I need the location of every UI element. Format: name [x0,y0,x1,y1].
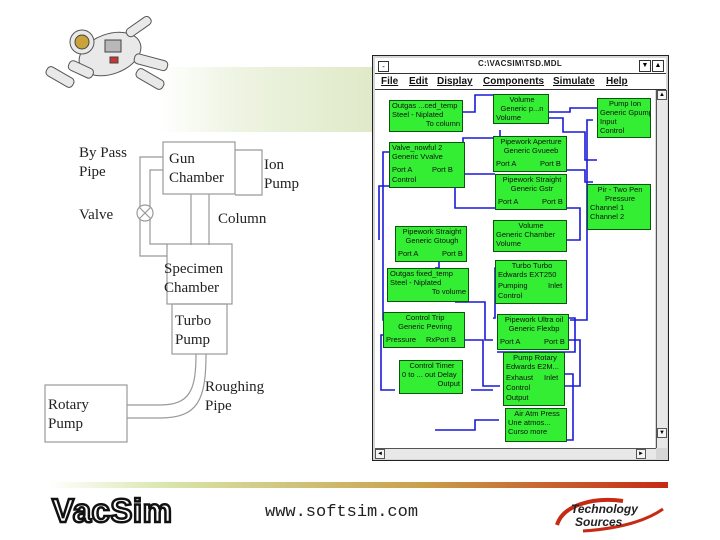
gun-chamber-label: Gun Chamber [169,151,224,186]
scroll-down-icon[interactable]: ▼ [657,428,667,438]
component-pump-ion[interactable]: Pump Ion Generic Gpump Input Control [597,98,651,138]
maximize-button[interactable]: ▲ [652,60,664,72]
menu-display[interactable]: Display [437,76,473,87]
component-pipework-aperture[interactable]: Pipework Aperture Generic Gvueeb Port A … [493,136,567,172]
rotary-pump-label: Rotary Pump [48,397,89,432]
component-volume-1[interactable]: Volume Generic p...n Volume [493,94,549,124]
menu-edit[interactable]: Edit [409,76,428,87]
component-pipework-straight-1[interactable]: Pipework Straight Generic Gstr Port A Po… [495,174,567,210]
scroll-left-icon[interactable]: ◄ [375,449,385,459]
ion-pump-label: Ion Pump [264,157,300,192]
component-air-atmosphere[interactable]: Air Atm Press Une atmos... Curso more [505,408,567,442]
menu-simulate[interactable]: Simulate [553,76,595,87]
website-url: www.softsim.com [265,503,419,522]
component-pipework-flex[interactable]: Pipework Ultra oil Generic Flexbp Port A… [497,314,569,350]
header-banner [160,67,380,132]
model-canvas[interactable]: Outgas ...ced_temp Steel - Niplated To c… [375,90,655,448]
component-pipework-straight-2[interactable]: Pipework Straight Generic Gtough Port A … [395,226,467,262]
company-name-line1: Technology [571,502,638,516]
vacsim-window: - C:\VACSIM\TSD.MDL ▼ ▲ File Edit Displa… [372,55,669,461]
accent-bar [50,482,668,488]
menu-file[interactable]: File [381,76,399,87]
valve-label: Valve [79,207,114,223]
vertical-scrollbar[interactable]: ▲ ▼ [656,90,667,448]
component-turbo-pump[interactable]: Turbo Turbo Edwards EXT250 Pumping Inlet… [495,260,567,304]
menu-help[interactable]: Help [606,76,628,87]
roughing-pipe-label: Roughing Pipe [205,379,265,414]
astronaut-illustration [45,15,169,90]
title-bar[interactable]: - C:\VACSIM\TSD.MDL ▼ ▲ [375,58,666,74]
window-title: C:\VACSIM\TSD.MDL [477,59,563,68]
scroll-up-icon[interactable]: ▲ [657,90,667,100]
system-menu-button[interactable]: - [378,61,389,72]
company-name-line2: Sources [575,515,623,529]
swoosh-icon [555,498,664,533]
component-control-timer[interactable]: Control Timer 0 to ... out Delay Output [399,360,463,394]
horizontal-scrollbar[interactable]: ◄ ► [375,448,656,459]
component-outgas-volume[interactable]: Outgas fixed_temp Steel - Niplated To vo… [387,268,469,302]
component-valve[interactable]: Valve_nowful 2 Generic Vvalve Port A Por… [389,142,465,188]
bypass-pipe-label: By Pass Pipe [79,145,127,180]
component-pirani-gauge[interactable]: Pir - Two Pen Pressure Channel 1 Channel… [587,184,651,230]
component-outgas-column[interactable]: Outgas ...ced_temp Steel - Niplated To c… [389,100,463,132]
column-label: Column [218,211,267,227]
minimize-button[interactable]: ▼ [639,60,651,72]
component-control-trip[interactable]: Control Trip Generic Pevring Pressure Rx… [383,312,465,348]
menu-bar: File Edit Display Components Simulate He… [375,74,666,90]
technology-sources-logo: Technology Sources [553,495,668,535]
component-rotary-pump[interactable]: Pump Rotary Edwards E2M... Exhaust Inlet… [503,352,565,406]
scroll-right-icon[interactable]: ► [636,449,646,459]
menu-components[interactable]: Components [483,76,545,87]
component-volume-chamber[interactable]: Volume Generic Chamber Volume [493,220,567,252]
vacsim-logo: VacSim [51,491,173,531]
vacuum-schematic [44,141,263,443]
specimen-chamber-label: Specimen Chamber [164,261,224,296]
turbo-pump-label: Turbo Pump [175,313,212,348]
